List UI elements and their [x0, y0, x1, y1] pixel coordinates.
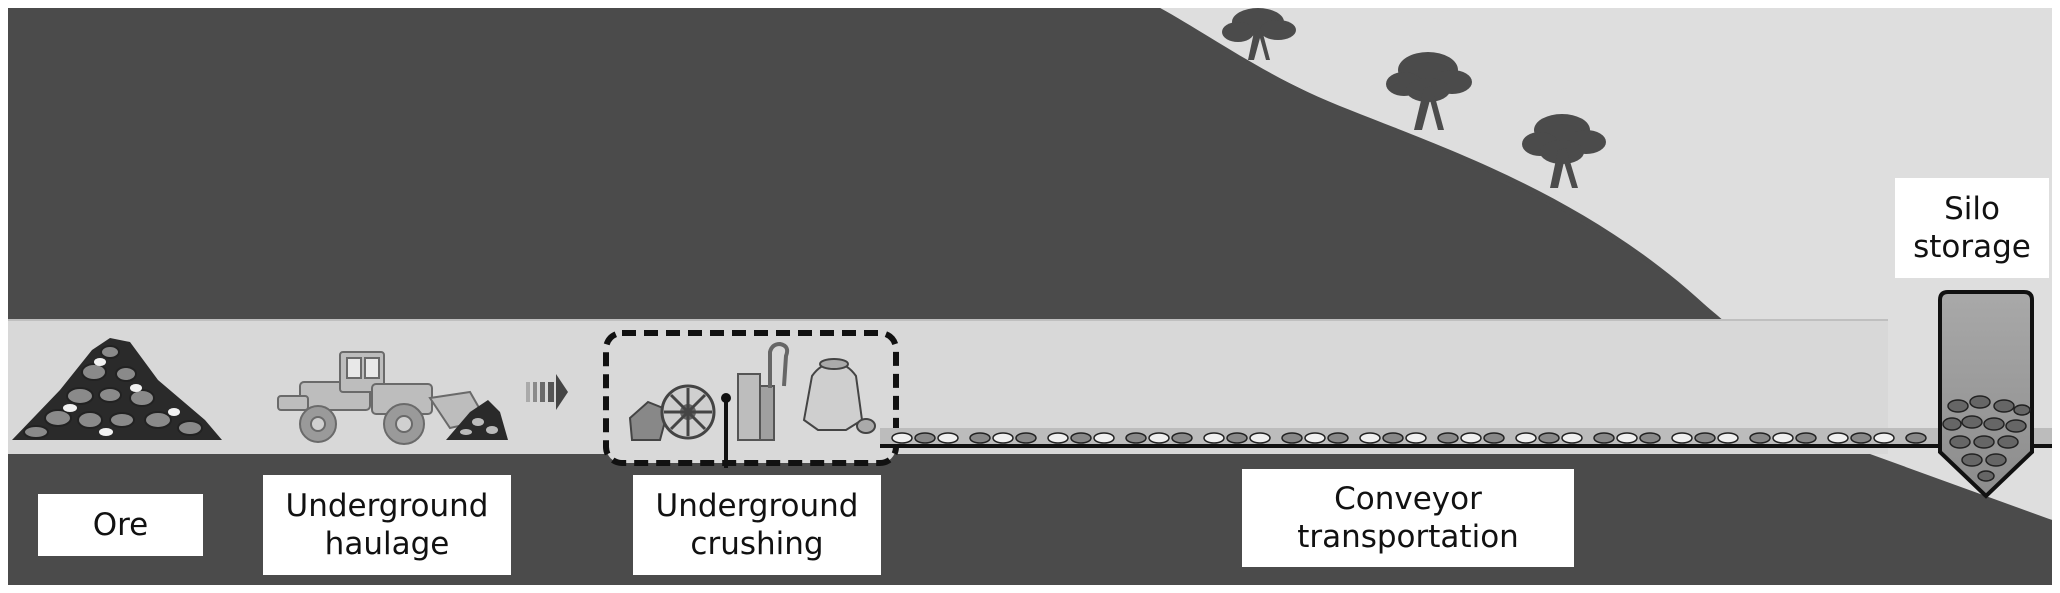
conveyor-rock: [1538, 432, 1560, 444]
conveyor-rock: [1015, 432, 1037, 444]
conveyor-rock: [1405, 432, 1427, 444]
label-silo-line-2: storage: [1913, 229, 2031, 265]
conveyor-rock: [1772, 432, 1794, 444]
conveyor-rock: [1639, 432, 1661, 444]
conveyor-rock: [1047, 432, 1069, 444]
conveyor-rock: [1359, 432, 1381, 444]
conveyor-rock: [1827, 432, 1849, 444]
conveyor-rock: [1905, 432, 1927, 444]
conveyor-rock: [992, 432, 1014, 444]
conveyor-rock: [1694, 432, 1716, 444]
conveyor-rock: [1382, 432, 1404, 444]
conveyor-rock: [1616, 432, 1638, 444]
conveyor-rock: [1749, 432, 1771, 444]
wheel-loader-icon: [277, 351, 488, 445]
conveyor-rock: [969, 432, 991, 444]
conveyor-rock: [1561, 432, 1583, 444]
conveyor-rock: [937, 432, 959, 444]
label-conveyor-line-1: Conveyor: [1334, 481, 1482, 517]
label-crushing-line-1: Underground: [655, 488, 859, 524]
conveyor-rock: [1717, 432, 1739, 444]
label-haulage-line-1: Underground: [285, 488, 489, 524]
sky: [1160, 8, 2052, 520]
label-crushing-line-2: crushing: [690, 526, 824, 562]
conveyor-rock: [1226, 432, 1248, 444]
conveyor-rock: [891, 432, 913, 444]
loader-ore-pile: [446, 400, 508, 440]
label-conveyor-transportation: Conveyor transportation: [1242, 469, 1574, 567]
conveyor-rock: [1873, 432, 1895, 444]
conveyor-rock: [1593, 432, 1615, 444]
conveyor-rock: [1171, 432, 1193, 444]
conveyor-rock: [1671, 432, 1693, 444]
label-haulage-line-2: haulage: [324, 526, 450, 562]
conveyor-rock: [1249, 432, 1271, 444]
tree-icon: [1222, 8, 1606, 188]
conveyor-rock: [1125, 432, 1147, 444]
ore-pile-icon: [12, 338, 222, 440]
conveyor-rock: [1460, 432, 1482, 444]
arrow-right-icon: [526, 374, 568, 410]
conveyor-rock: [1850, 432, 1872, 444]
conveyor-rock: [1795, 432, 1817, 444]
label-underground-haulage: Underground haulage: [263, 475, 511, 575]
crusher-plant-icon: [603, 330, 899, 468]
conveyor-rock: [1281, 432, 1303, 444]
mountain: [8, 8, 1725, 322]
conveyor-rock: [1304, 432, 1326, 444]
conveyor-rock: [1093, 432, 1115, 444]
conveyor-belt-icon: [880, 428, 2052, 448]
conveyor-rock: [1327, 432, 1349, 444]
conveyor-rock: [1483, 432, 1505, 444]
conveyor-rock: [1148, 432, 1170, 444]
label-ore: Ore: [38, 494, 203, 556]
label-silo-storage: Silo storage: [1895, 178, 2049, 278]
conveyor-rock: [1515, 432, 1537, 444]
conveyor-rock: [914, 432, 936, 444]
label-underground-crushing: Underground crushing: [633, 475, 881, 575]
label-ore-text: Ore: [92, 507, 149, 543]
conveyor-rock: [1203, 432, 1225, 444]
conveyor-rock: [1070, 432, 1092, 444]
conveyor-rock: [1437, 432, 1459, 444]
label-conveyor-line-2: transportation: [1297, 519, 1519, 555]
silo-icon: [1938, 290, 2034, 499]
label-silo-line-1: Silo: [1944, 191, 2000, 227]
